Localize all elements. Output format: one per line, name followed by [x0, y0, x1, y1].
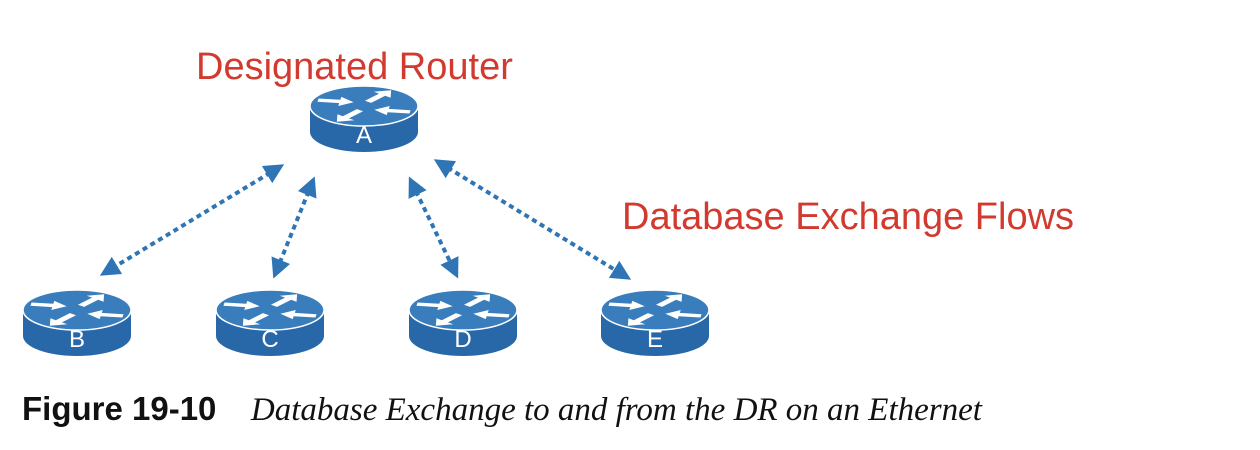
network-diagram: A B C D E: [22, 85, 710, 356]
figure-title: Database Exchange to and from the DR on …: [250, 392, 982, 428]
link-a-d: [408, 176, 459, 279]
router-icon: [215, 289, 325, 356]
router-a: A: [309, 85, 419, 152]
router-e: E: [600, 289, 710, 356]
router-icon: [600, 289, 710, 356]
designated-router-label: Designated Router: [196, 46, 513, 88]
router-icon: [408, 289, 518, 356]
router-icon: [309, 85, 419, 152]
router-label: D: [454, 326, 471, 353]
router-label: B: [69, 326, 85, 353]
link-a-b: [99, 164, 285, 276]
figure-number: Figure 19-10: [22, 390, 217, 427]
router-label: A: [356, 122, 372, 149]
router-label: C: [261, 326, 278, 353]
link-a-e: [433, 159, 632, 280]
router-c: C: [215, 289, 325, 356]
link-a-c: [271, 176, 317, 279]
database-exchange-flows-label: Database Exchange Flows: [622, 196, 1075, 238]
router-icon: [22, 289, 132, 356]
figure-caption: Figure 19-10 Database Exchange to and fr…: [22, 392, 982, 427]
router-b: B: [22, 289, 132, 356]
router-d: D: [408, 289, 518, 356]
router-label: E: [647, 326, 663, 353]
